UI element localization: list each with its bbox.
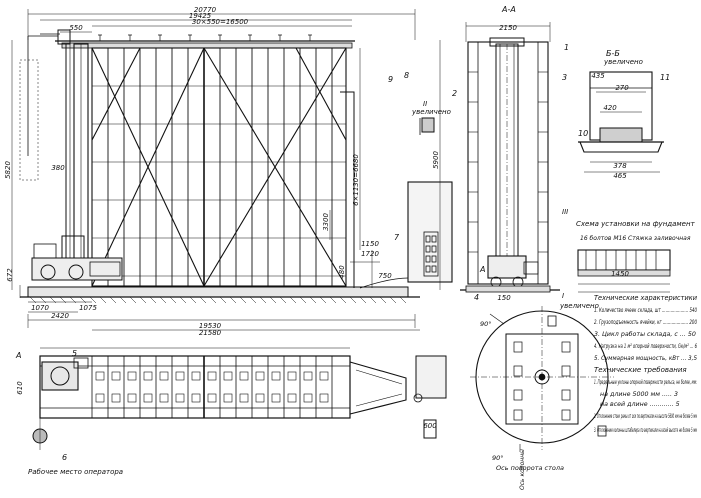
spec-item-1: 1. Количество ячеек склада, шт .........… bbox=[594, 307, 697, 314]
dim-overall-length: 20770 bbox=[194, 6, 217, 14]
spec-item-3: 3. Цикл работы склада, с ... 50 bbox=[594, 330, 696, 338]
dim-672: 672 bbox=[6, 268, 14, 282]
spec-heading: Технические характеристики bbox=[594, 294, 697, 302]
marker-a-left: А bbox=[15, 351, 21, 360]
callout-3: 3 bbox=[562, 73, 567, 82]
column-axis-label: Ось колонны bbox=[519, 449, 526, 490]
plan-view bbox=[32, 347, 447, 450]
callout-10: 10 bbox=[578, 129, 588, 138]
rotary-table-view bbox=[470, 306, 614, 452]
dim-465: 465 bbox=[613, 172, 627, 180]
view-iii-label: III bbox=[562, 208, 568, 216]
dim-height-right: 5900 bbox=[432, 151, 440, 169]
callout-8: 8 bbox=[404, 71, 409, 80]
dim-480: 480 bbox=[338, 265, 346, 279]
dim-height-total: 5820 bbox=[4, 161, 12, 179]
spec-item-2: 2. Грузоподъемность ячейки, кг .........… bbox=[594, 319, 697, 326]
fill-label: Стяжка заливочная bbox=[628, 235, 691, 242]
req-heading: Технические требования bbox=[594, 366, 687, 374]
work-place-label: Рабочее место оператора bbox=[28, 468, 123, 476]
dim-left-foot-1: 1070 bbox=[31, 304, 49, 312]
callout-2: 2 bbox=[452, 89, 457, 98]
dim-1450: 1450 bbox=[611, 270, 629, 278]
dim-1150: 1150 bbox=[361, 240, 379, 248]
view-i-label: I bbox=[562, 292, 564, 300]
dim-610: 610 bbox=[16, 381, 24, 395]
dim-380: 380 bbox=[51, 164, 65, 172]
angle-90-top: 90° bbox=[480, 320, 492, 328]
dim-270: 270 bbox=[615, 84, 629, 92]
req-item-1: 1. Предельные уклоны опорной поверхности… bbox=[594, 378, 697, 386]
front-view-dimensions bbox=[11, 9, 441, 331]
section-bb-enlarged: увеличено bbox=[603, 58, 643, 66]
req-item-2: 2. Отклонение стоек рамы от оси по верти… bbox=[594, 412, 697, 420]
callout-5: 5 bbox=[72, 349, 77, 358]
dim-base-length: 21580 bbox=[199, 329, 222, 337]
dim-small-top: 550 bbox=[69, 24, 83, 32]
ground-hatching bbox=[29, 296, 407, 304]
dim-upper-span: 19425 bbox=[189, 12, 212, 20]
callout-7: 7 bbox=[394, 233, 400, 242]
dim-435: 435 bbox=[591, 72, 605, 80]
foundation-scheme bbox=[577, 249, 671, 293]
dim-1720: 1720 bbox=[361, 250, 379, 258]
angle-90-bottom: 90° bbox=[492, 454, 504, 462]
section-b-b-view bbox=[578, 71, 664, 173]
req-item-1b: на всей длине ............ 5 bbox=[600, 401, 680, 408]
section-bb-label: Б-Б bbox=[606, 49, 620, 58]
dim-750: 750 bbox=[378, 272, 392, 280]
callout-1: 1 bbox=[564, 43, 569, 52]
dim-3300: 3300 bbox=[322, 213, 330, 231]
dim-left-foot-2: 1075 bbox=[79, 304, 97, 312]
dim-bay-formula: 30×550=16500 bbox=[192, 18, 249, 26]
dim-378: 378 bbox=[613, 162, 627, 170]
front-view bbox=[19, 29, 453, 304]
callout-6: 6 bbox=[62, 453, 67, 462]
section-a-a-view bbox=[460, 22, 560, 293]
view-ii-label: II bbox=[423, 100, 427, 108]
marker-a-right: А bbox=[479, 265, 485, 274]
dim-150: 150 bbox=[497, 294, 511, 302]
callout-9: 9 bbox=[388, 75, 393, 84]
bolt-label: 16 болтов М16 bbox=[580, 235, 626, 242]
foundation-scheme-label: Схема установки на фундамент bbox=[576, 220, 696, 228]
dim-height-upper: 6×1130=6680 bbox=[352, 154, 360, 206]
rotation-axis-label: Ось поворота стола bbox=[496, 464, 564, 472]
section-aa-label: А-А bbox=[501, 5, 516, 14]
dim-2150: 2150 bbox=[499, 24, 517, 32]
dim-left-foot-3: 2420 bbox=[51, 312, 69, 320]
req-item-3: 3. Отклонение колонны штабелера по верти… bbox=[594, 426, 697, 434]
view-ii-enlarged: увеличено bbox=[411, 108, 451, 116]
callout-4: 4 bbox=[474, 293, 479, 302]
spec-item-5: 5. Суммарная мощность, кВт ... 3,5 bbox=[594, 355, 697, 362]
dim-600: 600 bbox=[423, 422, 437, 430]
view-i-enlarged: увеличено bbox=[559, 302, 599, 310]
req-item-1a: на длине 5000 мм ..... 3 bbox=[600, 391, 678, 398]
dim-frame-length: 19530 bbox=[199, 322, 222, 330]
callout-11: 11 bbox=[660, 73, 670, 82]
dim-420: 420 bbox=[603, 104, 617, 112]
spec-item-4: 4. Нагрузка на 1 м² опорной поверхности,… bbox=[594, 343, 697, 350]
